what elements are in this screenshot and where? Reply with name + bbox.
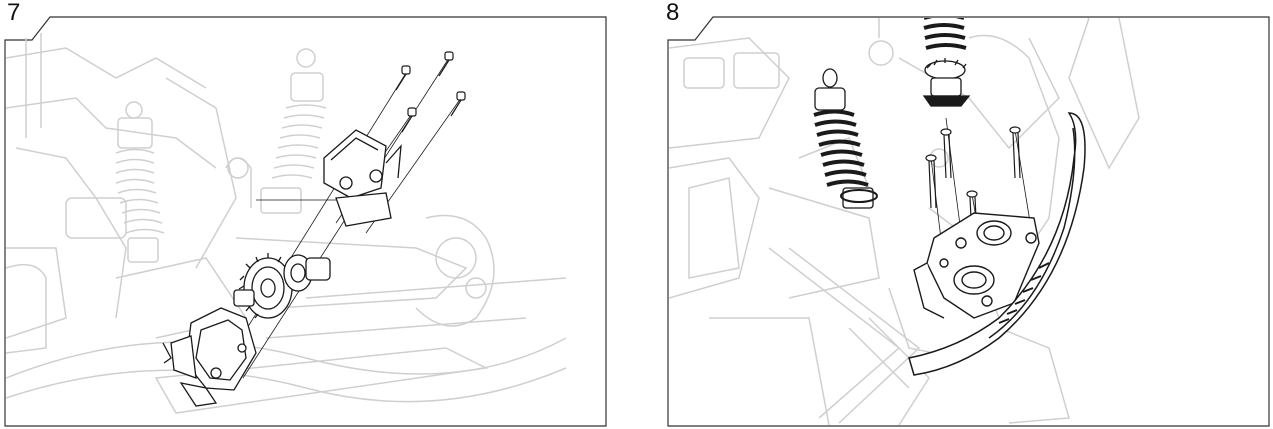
step-7-number: 7 [7, 0, 21, 26]
step-7-frame [4, 16, 607, 427]
step-8-illustration [669, 18, 1140, 425]
step-7-panel: 7 [0, 0, 610, 429]
step-8-number: 8 [666, 0, 680, 26]
step-8-panel: 8 [663, 0, 1273, 429]
step-8-frame [667, 16, 1270, 427]
step-7-illustration [6, 33, 567, 414]
